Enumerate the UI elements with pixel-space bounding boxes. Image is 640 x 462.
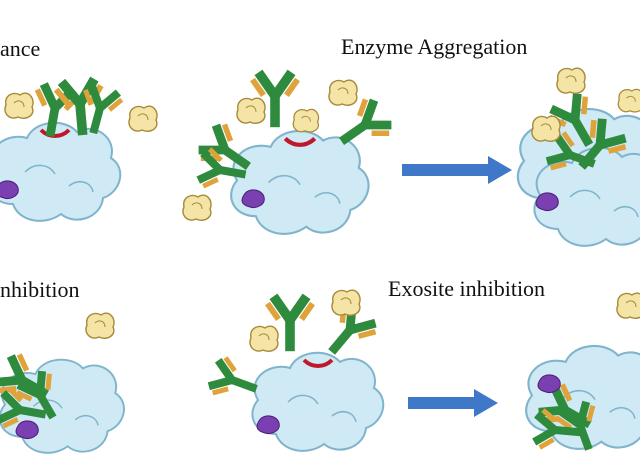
active-site [302, 358, 334, 368]
antibody-bottom-left-2 [15, 370, 57, 420]
substrate-top-left-1 [4, 92, 34, 119]
antibody-top-right-3 [545, 131, 596, 171]
substrate-top-right-3 [617, 88, 640, 113]
substrate-bottom-left [85, 312, 115, 339]
enzyme-top-middle [230, 129, 370, 235]
substrate-top-middle-2 [328, 79, 358, 106]
substrate-bottom-middle-2 [331, 289, 361, 316]
enzyme-top-left [0, 121, 122, 222]
substrate-bottom-right [616, 292, 640, 319]
inhibitor-top-right [535, 192, 559, 211]
inhibitor-bottom-left [15, 420, 39, 439]
enzyme-bottom-middle [251, 351, 385, 452]
substrate-top-right-2 [531, 115, 561, 142]
inhibitor-bottom-right [537, 374, 561, 393]
antibody-top-middle-4 [196, 147, 247, 189]
label-exosite-inhibition: Exosite inhibition [388, 276, 546, 301]
antibody-top-middle-3 [339, 98, 392, 146]
substrate-top-right-1 [556, 67, 586, 94]
antibody-bottom-middle-3 [207, 356, 258, 396]
antibody-top-right-1 [548, 93, 594, 147]
inhibitor-bottom-middle [256, 415, 280, 434]
active-site [39, 128, 71, 138]
label-bottom-left: nhibition [0, 277, 80, 302]
active-site [283, 136, 317, 147]
label-enzyme-aggregation: Enzyme Aggregation [341, 34, 528, 59]
antibody-top-right-2 [578, 118, 627, 170]
inhibitor-top-middle [241, 189, 265, 208]
label-top-left: ance [0, 36, 41, 61]
substrate-top-middle-4 [182, 194, 212, 221]
antibody-top-left-3 [83, 84, 124, 135]
antibody-bottom-right-3 [532, 408, 582, 450]
substrate-top-left-2 [128, 105, 158, 132]
substrate-top-middle-3 [292, 108, 320, 133]
substrate-bottom-middle-1 [249, 325, 279, 352]
substrate-top-middle-1 [236, 97, 266, 124]
enzyme-bottom-right [525, 344, 640, 450]
antibody-bottom-left-3 [0, 387, 47, 429]
antibody-bottom-middle-1 [265, 293, 315, 352]
arrow-top [402, 156, 512, 184]
antibody-top-middle-1 [250, 69, 300, 128]
inhibitor-top-left [0, 180, 19, 199]
arrow-bottom [408, 389, 498, 417]
